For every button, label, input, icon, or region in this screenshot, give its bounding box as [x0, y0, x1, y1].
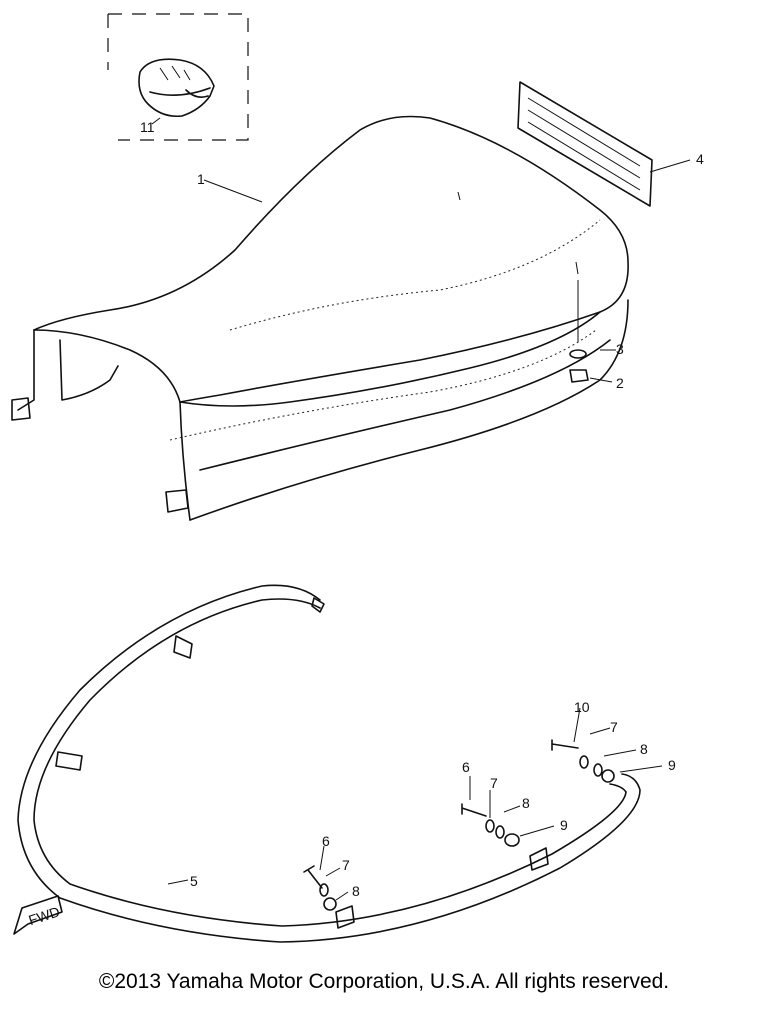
callout-9a: 9	[668, 757, 676, 773]
fwd-label: FWD	[26, 903, 61, 928]
callout-7b: 7	[490, 775, 498, 791]
callout-3: 3	[616, 341, 624, 357]
grab-rail	[17, 584, 641, 943]
callout-9b: 9	[560, 817, 568, 833]
callout-6b: 6	[322, 833, 330, 849]
callout-2: 2	[616, 375, 624, 391]
callout-6a: 6	[462, 759, 470, 775]
rail-hardware	[303, 739, 615, 911]
callout-8b: 8	[522, 795, 530, 811]
fwd-arrow: FWD	[13, 895, 63, 935]
copyright-notice: ©2013 Yamaha Motor Corporation, U.S.A. A…	[98, 970, 670, 993]
callout-8a: 8	[640, 741, 648, 757]
part-11-inset	[107, 13, 249, 141]
callout-7c: 7	[342, 857, 350, 873]
part-4-label	[517, 81, 653, 207]
callout-numbers: 1 2 3 4 5 6 6 7 7 7 8 8 8 9 9 10 11	[140, 119, 704, 899]
callout-11: 11	[140, 119, 155, 135]
callout-4: 4	[696, 151, 704, 167]
callout-5: 5	[190, 873, 198, 889]
callout-10: 10	[574, 699, 590, 715]
parts-2-3-hardware	[569, 349, 589, 383]
leader-lines	[167, 159, 691, 901]
callout-8c: 8	[352, 883, 360, 899]
callout-1: 1	[197, 171, 205, 187]
seat-parts-diagram: FWD 1 2 3 4 5 6 6 7 7 7 8 8 8 9 9 10 11	[11, 13, 704, 943]
seat-assembly	[11, 115, 629, 521]
callout-7a: 7	[610, 719, 618, 735]
